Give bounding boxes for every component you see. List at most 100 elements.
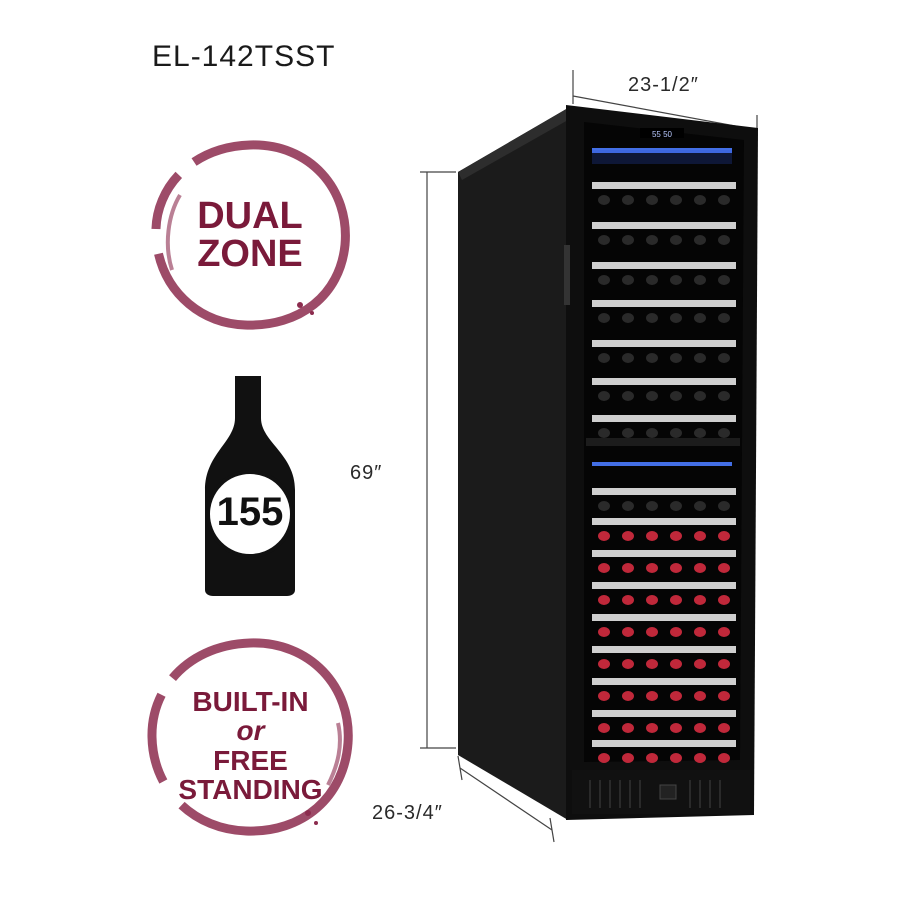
wine-bottle-neck — [670, 501, 682, 511]
wine-bottle-neck — [646, 275, 658, 285]
wine-bottle-neck — [694, 195, 706, 205]
wine-bottle-neck — [670, 659, 682, 669]
wine-bottle-neck — [694, 531, 706, 541]
depth-dimension-line — [457, 755, 555, 843]
wine-bottle-neck — [694, 723, 706, 733]
wine-rack-shelf[interactable] — [592, 518, 736, 525]
wine-bottle-neck — [646, 659, 658, 669]
wine-bottle-neck — [598, 659, 610, 669]
wine-rack-shelf[interactable] — [592, 340, 736, 347]
install-line2: or — [236, 715, 265, 747]
wine-bottle-neck — [646, 723, 658, 733]
wine-bottle-neck — [670, 195, 682, 205]
wine-bottle-neck — [646, 235, 658, 245]
wine-bottle-neck — [598, 501, 610, 511]
wine-rack-shelf[interactable] — [592, 740, 736, 747]
wine-bottle-neck — [694, 235, 706, 245]
wine-bottle-neck — [718, 723, 730, 733]
wine-rack-shelf[interactable] — [592, 300, 736, 307]
wine-bottle-neck — [694, 428, 706, 438]
wine-bottle-neck — [646, 531, 658, 541]
wine-bottle-neck — [646, 195, 658, 205]
height-dimension-label: 69″ — [350, 462, 383, 484]
wine-rack-shelf[interactable] — [592, 262, 736, 269]
wine-bottle-neck — [694, 691, 706, 701]
wine-bottle-neck — [718, 563, 730, 573]
wine-bottle-neck — [622, 691, 634, 701]
wine-bottle-neck — [718, 531, 730, 541]
wine-bottle-neck — [670, 691, 682, 701]
wine-stain-ring-icon — [151, 140, 350, 330]
wine-bottle-neck — [598, 723, 610, 733]
wine-bottle-neck — [694, 659, 706, 669]
wine-bottle-neck — [622, 235, 634, 245]
wine-bottle-neck — [718, 428, 730, 438]
wine-bottle-neck — [622, 501, 634, 511]
wine-bottle-neck — [670, 313, 682, 323]
wine-rack-shelf[interactable] — [592, 488, 736, 495]
wine-bottle-neck — [598, 531, 610, 541]
wine-rack-shelf[interactable] — [592, 415, 736, 422]
wine-bottle-neck — [694, 753, 706, 763]
wine-rack-shelf[interactable] — [592, 550, 736, 557]
dual-zone-badge: DUAL ZONE — [140, 135, 360, 335]
temperature-display: 55 50 — [652, 130, 673, 139]
wine-bottle-neck — [622, 195, 634, 205]
wine-bottle-neck — [622, 627, 634, 637]
wine-rack-shelf[interactable] — [592, 614, 736, 621]
wine-bottle-icon — [205, 376, 295, 596]
wine-rack-shelf[interactable] — [592, 582, 736, 589]
wine-bottle-neck — [622, 313, 634, 323]
wine-bottle-neck — [718, 195, 730, 205]
wine-bottle-neck — [598, 391, 610, 401]
wine-bottle-neck — [718, 627, 730, 637]
wine-bottle-neck — [622, 753, 634, 763]
install-line3: FREE — [213, 744, 288, 776]
dual-zone-line1: DUAL — [197, 195, 303, 237]
bottle-capacity-badge: 155 — [195, 372, 305, 597]
wine-bottle-neck — [646, 563, 658, 573]
wine-bottle-neck — [598, 753, 610, 763]
wine-bottle-neck — [598, 691, 610, 701]
wine-bottle-neck — [622, 659, 634, 669]
wine-bottle-neck — [670, 531, 682, 541]
wine-bottle-neck — [622, 353, 634, 363]
wine-bottle-neck — [598, 353, 610, 363]
wine-bottle-neck — [670, 753, 682, 763]
wine-bottle-neck — [646, 391, 658, 401]
wine-rack-shelf[interactable] — [592, 710, 736, 717]
wine-bottle-neck — [718, 501, 730, 511]
wine-bottle-neck — [694, 353, 706, 363]
wine-rack-shelf[interactable] — [592, 222, 736, 229]
wine-bottle-neck — [670, 235, 682, 245]
wine-rack-shelf[interactable] — [592, 646, 736, 653]
wine-bottle-neck — [694, 563, 706, 573]
wine-bottle-neck — [598, 563, 610, 573]
led-light-middle — [592, 462, 732, 466]
wine-bottle-neck — [622, 563, 634, 573]
wine-bottle-neck — [670, 627, 682, 637]
wine-rack-shelf[interactable] — [592, 182, 736, 189]
wine-bottle-neck — [622, 531, 634, 541]
wine-bottle-neck — [718, 595, 730, 605]
wine-bottle-neck — [670, 723, 682, 733]
wine-bottle-neck — [718, 235, 730, 245]
wine-bottle-neck — [694, 627, 706, 637]
wine-bottle-neck — [598, 235, 610, 245]
wine-bottle-neck — [646, 313, 658, 323]
wine-rack-shelf[interactable] — [592, 678, 736, 685]
wine-bottle-neck — [670, 595, 682, 605]
wine-bottle-neck — [622, 428, 634, 438]
wine-bottle-neck — [622, 595, 634, 605]
wine-bottle-neck — [670, 391, 682, 401]
install-line4: STANDING — [178, 774, 323, 806]
width-dimension-label: 23-1/2″ — [628, 74, 699, 96]
wine-bottle-neck — [718, 391, 730, 401]
wine-rack-shelf[interactable] — [592, 378, 736, 385]
wine-bottle-neck — [670, 353, 682, 363]
wine-bottle-neck — [622, 275, 634, 285]
wine-bottle-neck — [646, 501, 658, 511]
cabinet-side — [458, 108, 568, 820]
wine-bottle-neck — [646, 753, 658, 763]
